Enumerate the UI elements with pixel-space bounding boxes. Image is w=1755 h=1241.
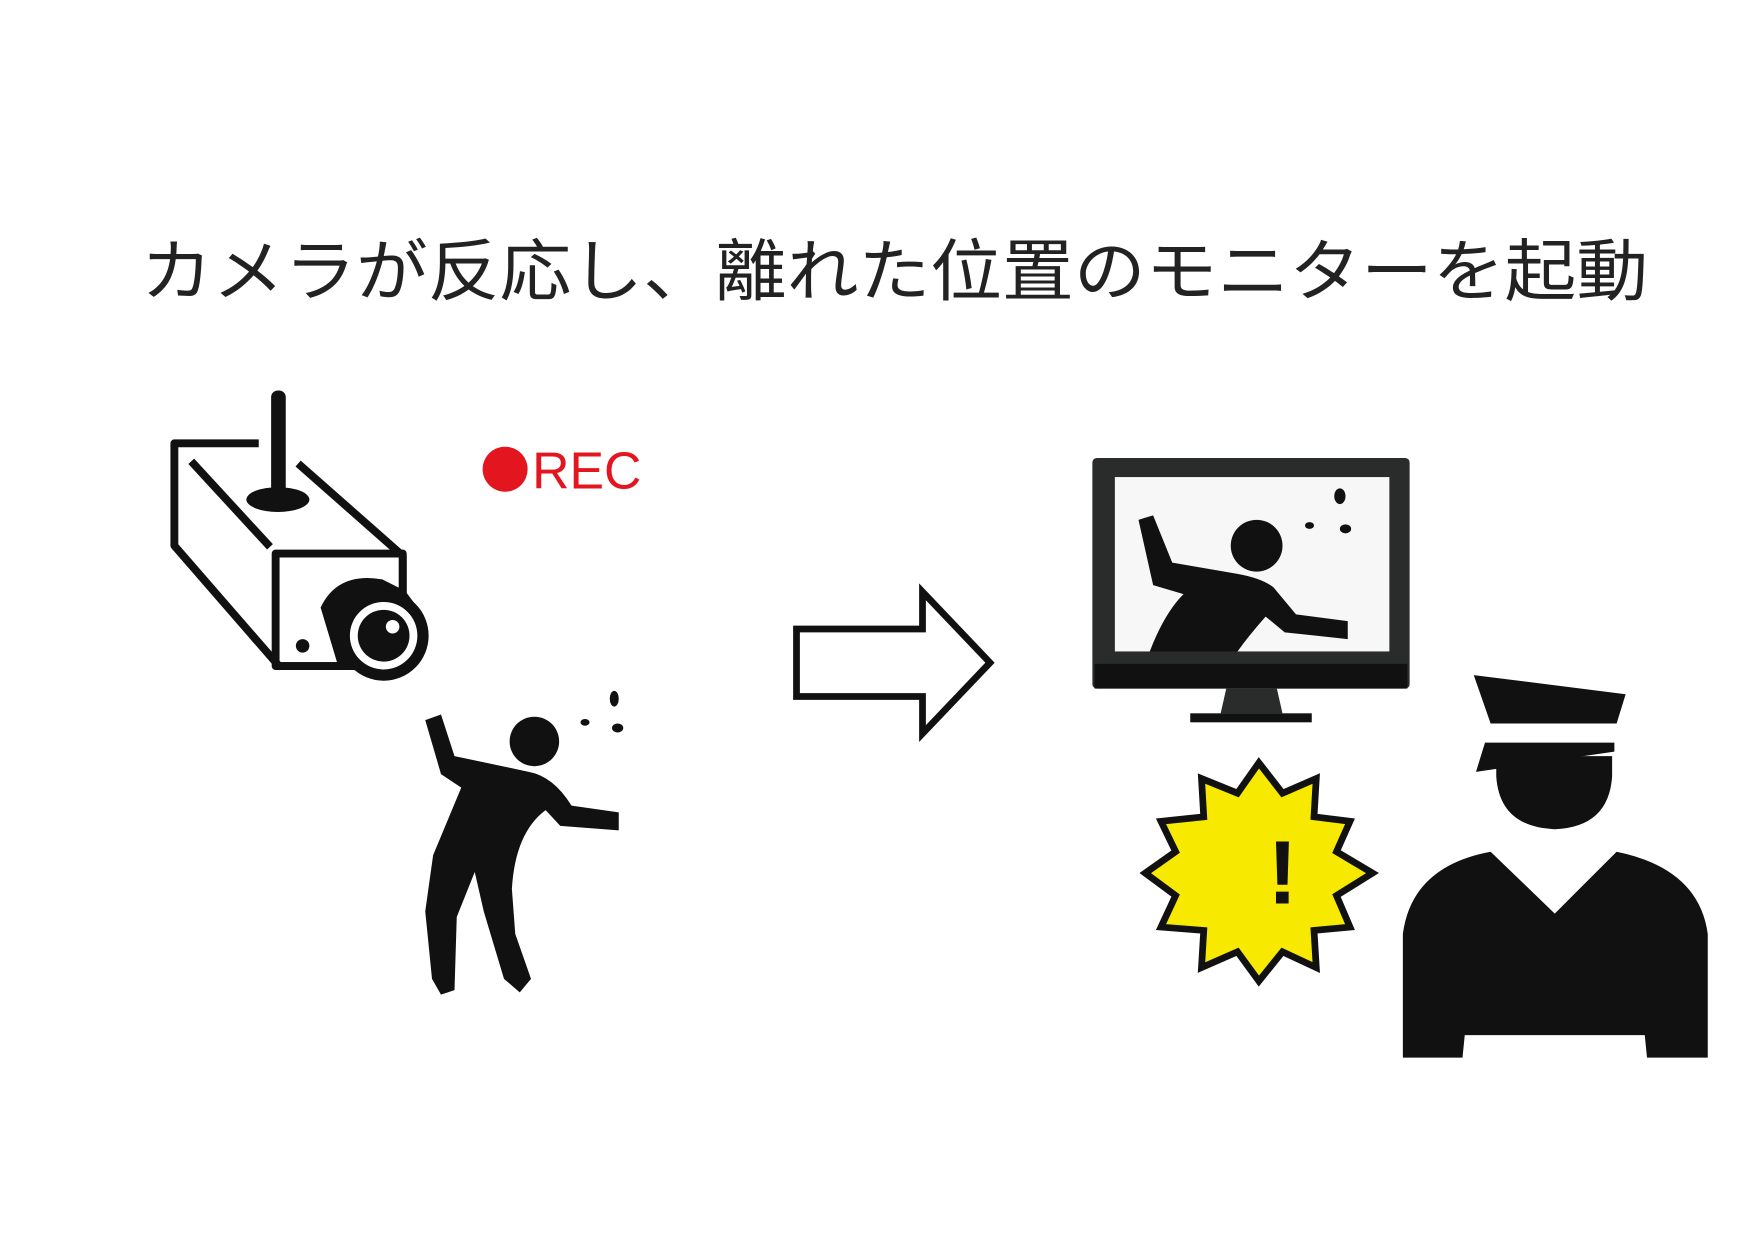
security-guard-icon xyxy=(1402,675,1708,1058)
staggering-person-icon xyxy=(425,690,624,995)
security-camera-icon xyxy=(170,390,429,681)
rec-label: REC xyxy=(532,441,641,499)
diagram-title: カメラが反応し、離れた位置のモニターを起動 xyxy=(141,232,1649,311)
rec-dot-icon xyxy=(482,446,528,492)
alert-burst-icon: ! xyxy=(1139,757,1379,987)
alert-mark: ! xyxy=(1268,823,1298,923)
monitor-icon xyxy=(1092,457,1410,723)
right-arrow-icon xyxy=(793,583,995,742)
